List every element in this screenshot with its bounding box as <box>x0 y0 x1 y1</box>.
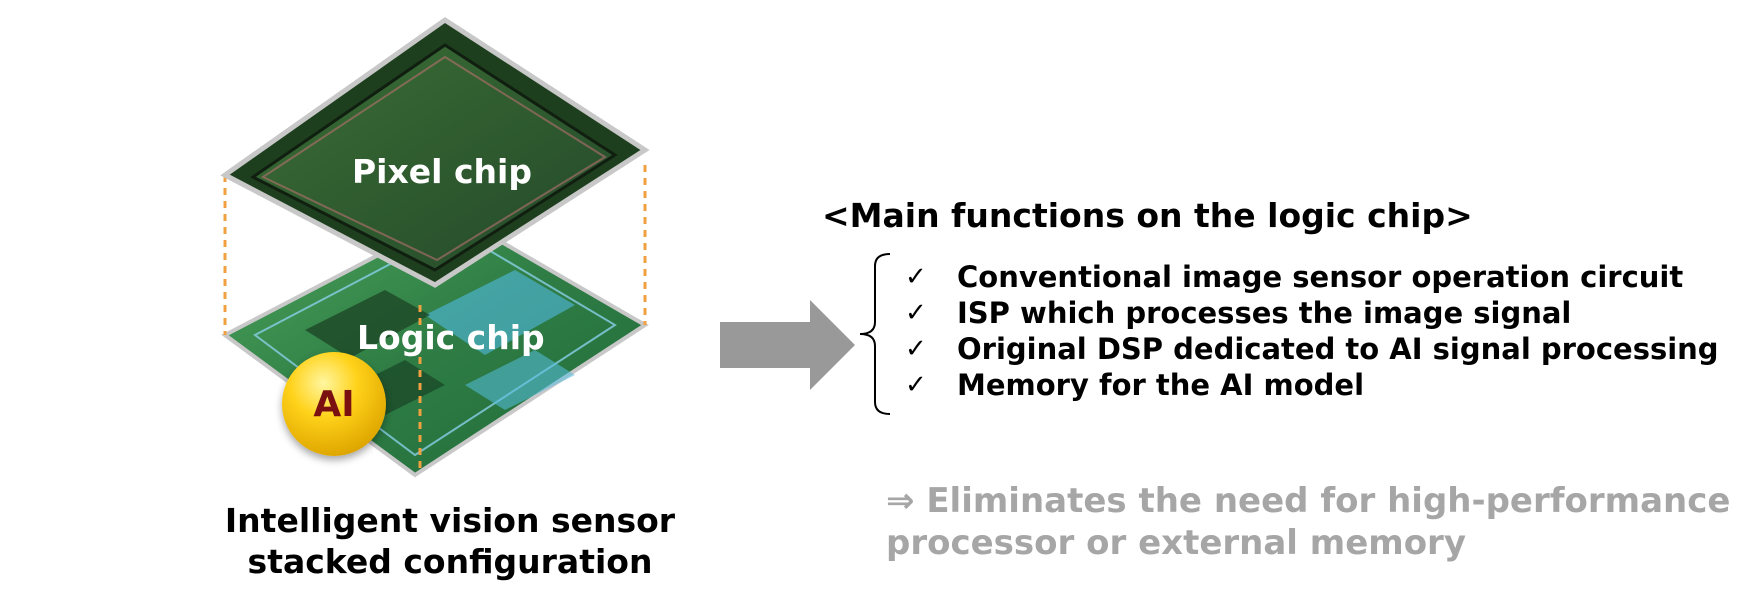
ai-badge: AI <box>282 352 386 456</box>
function-text: Memory for the AI model <box>957 368 1365 402</box>
list-item: ✓ Conventional image sensor operation cir… <box>905 259 1719 295</box>
functions-list: ✓ Conventional image sensor operation cir… <box>905 259 1719 403</box>
checkmark-icon: ✓ <box>905 334 927 364</box>
left-brace-icon <box>859 253 891 415</box>
checkmark-icon: ✓ <box>905 298 927 328</box>
conclusion-text: ⇒ Eliminates the need for high-performan… <box>886 480 1730 564</box>
dashed-guides <box>223 165 647 470</box>
caption-line-1: Intelligent vision sensor <box>224 501 676 540</box>
checkmark-icon: ✓ <box>905 370 927 400</box>
ai-badge-label: AI <box>313 383 355 425</box>
stack-caption: Intelligent vision sensor stacked config… <box>200 500 700 582</box>
pixel-chip-label: Pixel chip <box>352 152 532 191</box>
conclusion-line-1: ⇒ Eliminates the need for high-performan… <box>886 481 1731 521</box>
right-arrow-icon <box>720 300 855 390</box>
list-item: ✓ Memory for the AI model <box>905 367 1719 403</box>
function-text: Original DSP dedicated to AI signal proc… <box>957 332 1719 366</box>
checkmark-icon: ✓ <box>905 262 927 292</box>
conclusion-line-2: processor or external memory <box>886 523 1466 563</box>
pixel-chip <box>220 16 650 288</box>
list-item: ✓ Original DSP dedicated to AI signal pro… <box>905 331 1719 367</box>
logic-chip-label: Logic chip <box>357 318 545 357</box>
caption-line-2: stacked configuration <box>247 542 653 581</box>
functions-heading: <Main functions on the logic chip> <box>822 196 1473 235</box>
function-text: Conventional image sensor operation circ… <box>957 260 1684 294</box>
list-item: ✓ ISP which processes the image signal <box>905 295 1719 331</box>
function-text: ISP which processes the image signal <box>957 296 1572 330</box>
